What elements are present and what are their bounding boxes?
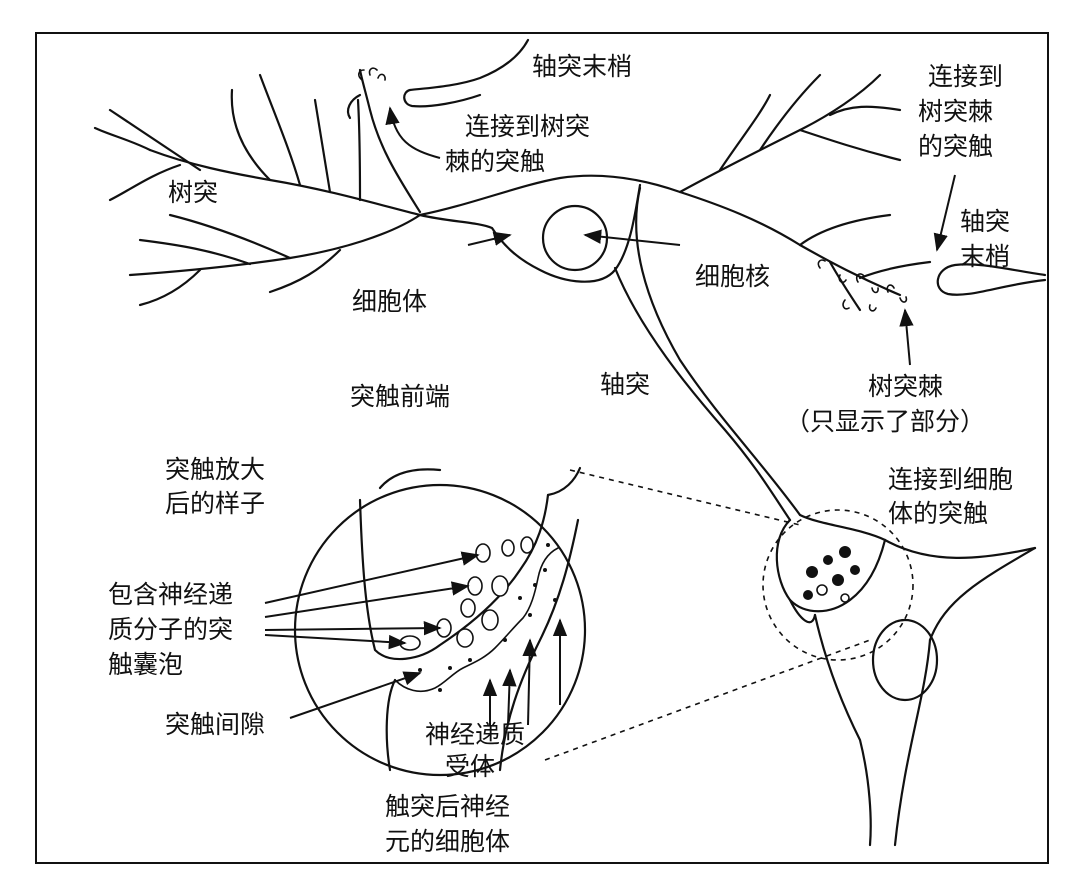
pointer-arrows — [264, 106, 956, 726]
frame-border — [35, 32, 1049, 864]
label-presynaptic: 突触前端 — [350, 382, 450, 411]
nucleus-shape — [541, 204, 609, 272]
dendrite-tree-right — [678, 73, 932, 312]
label-nucleus: 细胞核 — [695, 262, 770, 291]
magnify-dashed-line-top — [569, 469, 801, 526]
postsynaptic-neuron — [775, 513, 1037, 847]
dendrite-top-spines — [346, 67, 422, 214]
magnify-dashed-line-bottom — [544, 639, 871, 761]
label-synapse-to-soma: 连接到细胞 体的突触 — [888, 465, 1021, 528]
terminal-vesicles-small — [803, 546, 860, 603]
label-axon: 轴突 — [600, 370, 650, 399]
label-synapse-to-spine-right: 连接到 树突棘 的突触 — [918, 62, 1011, 161]
axon-line — [613, 266, 792, 522]
soma-outline — [418, 174, 802, 283]
axon-terminal-top-shape — [403, 38, 530, 108]
label-receptors: 神经递质 受体 — [425, 720, 533, 781]
label-axon-terminal-top: 轴突末梢 — [532, 52, 632, 81]
label-synaptic-vesicles: 包含神经递 质分子的突 触囊泡 — [108, 580, 241, 679]
dendritic-spines-right — [817, 259, 908, 312]
magnified-synapse-detail — [358, 466, 582, 772]
axon-terminal-right-shape — [936, 263, 1047, 296]
label-magnified: 突触放大 后的样子 — [165, 455, 273, 518]
label-dendrites: 树突 — [168, 178, 218, 207]
label-axon-terminal-right: 轴突 末梢 — [960, 207, 1018, 271]
label-synapse-to-spine-left: 连接到树突 棘的突触 — [445, 112, 598, 176]
axon-line-inner — [635, 186, 802, 517]
label-postsynaptic: 触突后神经 元的细胞体 — [385, 792, 518, 856]
label-soma: 细胞体 — [352, 287, 427, 316]
label-synaptic-cleft: 突触间隙 — [165, 710, 265, 739]
magnify-source-circle — [762, 509, 914, 661]
label-dendritic-spines: 树突棘 （只显示了部分） — [785, 372, 985, 436]
dendrite-tree-left — [93, 73, 422, 307]
